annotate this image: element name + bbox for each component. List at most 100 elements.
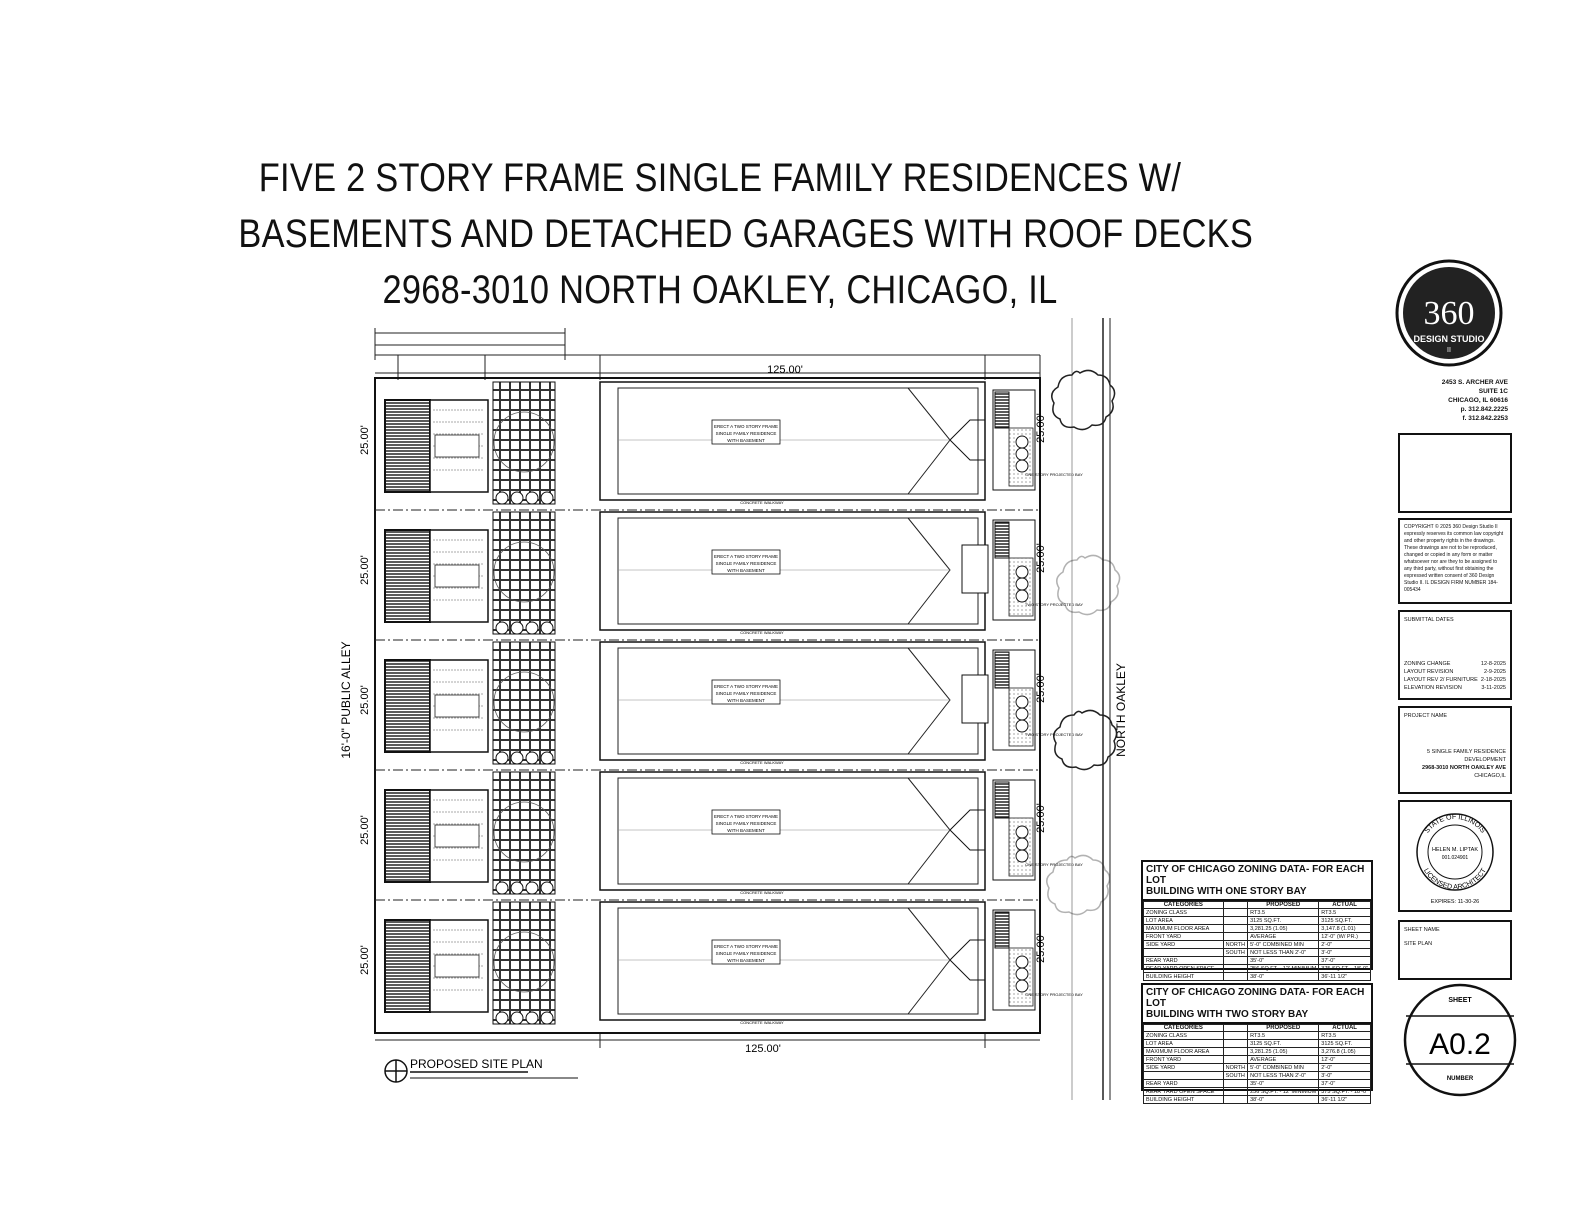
walkway-label: CONCRETE WALKWAY xyxy=(740,1020,784,1025)
title-line-2: BASEMENTS AND DETACHED GARAGES WITH ROOF… xyxy=(238,212,1254,256)
zoning-cell xyxy=(1222,932,1249,941)
garage-label-box xyxy=(434,824,480,848)
fax: f. 312.842.2253 xyxy=(1462,415,1508,422)
zoning-header: PROPOSED xyxy=(1247,1024,1320,1032)
date-label: LAYOUT REVISION xyxy=(1404,669,1454,675)
zoning-cell: MAXIMUM FLOOR AREA xyxy=(1143,924,1224,933)
shrub-icon xyxy=(510,881,524,895)
zoning-cell: RT3.5 xyxy=(1318,908,1371,917)
garage-label-box xyxy=(434,694,480,718)
seal-expires: EXPIRES: 11-30-26 xyxy=(1431,899,1480,905)
zoning-header: ACTUAL xyxy=(1318,1024,1371,1032)
zoning-cell: ZONING CLASS xyxy=(1143,1031,1224,1040)
dimension-top: 125.00' xyxy=(767,364,803,376)
house-label-2: SINGLE FAMILY RESIDENCE xyxy=(716,561,777,566)
zoning-cell: SIDE YARD xyxy=(1143,940,1224,949)
projected-bay xyxy=(949,939,986,981)
zoning-header xyxy=(1222,1024,1249,1032)
seal-number: 001.024901 xyxy=(1442,855,1469,861)
garage-roof-deck xyxy=(384,659,431,753)
sheet-number: A0.2 xyxy=(1429,1028,1491,1061)
lot-width-dim: 25.00' xyxy=(359,425,371,455)
lot-width-dim: 25.00' xyxy=(359,685,371,715)
paver-area xyxy=(492,901,556,1025)
sheet-name-box: SHEET NAME SITE PLAN xyxy=(1398,920,1512,980)
zoning-cell: 3,276.8 (1.05) xyxy=(1318,1047,1371,1056)
project-line-2: DEVELOPMENT xyxy=(1464,757,1506,763)
zoning-cell: 2'-0" xyxy=(1318,940,1371,949)
house-footprint xyxy=(599,901,986,1021)
house-outline xyxy=(617,517,979,625)
shrub-icon xyxy=(1015,589,1029,603)
date-value: 3-11-2025 xyxy=(1481,685,1506,691)
shrub-icon xyxy=(540,491,554,505)
house-label-box xyxy=(711,939,781,965)
garage-label-box xyxy=(434,954,480,978)
zoning-cell: RT3.5 xyxy=(1318,1031,1371,1040)
shrub-icon xyxy=(1015,447,1029,461)
zoning-one-title-1: CITY OF CHICAGO ZONING DATA- FOR EACH LO… xyxy=(1146,864,1365,886)
house-label-2: SINGLE FAMILY RESIDENCE xyxy=(716,691,777,696)
shrub-icon xyxy=(495,881,509,895)
house-label-2: SINGLE FAMILY RESIDENCE xyxy=(716,431,777,436)
zoning-cell xyxy=(1222,972,1249,981)
house-label-1: ERECT A TWO STORY FRAME xyxy=(714,944,778,949)
front-stairs-icon xyxy=(994,521,1010,559)
house-outline xyxy=(617,777,979,885)
zoning-cell: 256 SQ.FT. - 12' MINIMUM xyxy=(1247,1087,1320,1096)
house-label-2: SINGLE FAMILY RESIDENCE xyxy=(716,951,777,956)
house-outline xyxy=(617,907,979,1015)
zoning-cell: 12'-0" (W/ PR.) xyxy=(1318,932,1371,941)
paver-area xyxy=(492,641,556,765)
sheet-number-badge: SHEET A0.2 NUMBER xyxy=(1402,982,1518,1098)
zoning-cell: 3'-0" xyxy=(1318,1071,1371,1080)
zoning-cell xyxy=(1222,1047,1249,1056)
shrub-icon xyxy=(1015,577,1029,591)
title-line-3: 2968-3010 NORTH OAKLEY, CHICAGO, IL xyxy=(382,268,1058,312)
zoning-cell: NORTH xyxy=(1222,1063,1249,1072)
zoning-table-one-story: CITY OF CHICAGO ZONING DATA- FOR EACH LO… xyxy=(1141,860,1373,981)
shrub-icon xyxy=(1015,825,1029,839)
logo-text: 360 xyxy=(1424,295,1475,332)
shrub-icon xyxy=(1015,837,1029,851)
paver-circle xyxy=(493,671,555,733)
zoning-cell: 2'-0" xyxy=(1318,1063,1371,1072)
front-yard xyxy=(992,389,1036,491)
zoning-two-title-1: CITY OF CHICAGO ZONING DATA- FOR EACH LO… xyxy=(1146,987,1365,1009)
zoning-cell: 12'-0" xyxy=(1318,1055,1371,1064)
lot-width-dim: 25.00' xyxy=(1035,803,1047,833)
projected-bay xyxy=(949,809,986,851)
roof-ridge xyxy=(907,517,951,625)
zoning-header xyxy=(1222,901,1249,909)
house-label-1: ERECT A TWO STORY FRAME xyxy=(714,554,778,559)
zoning-cell xyxy=(1222,956,1249,965)
lot-width-dim: 25.00' xyxy=(1035,413,1047,443)
front-stairs-icon xyxy=(994,781,1010,819)
zoning-cell: ZONING CLASS xyxy=(1143,908,1224,917)
address-line-1: 2453 S. ARCHER AVE xyxy=(1441,379,1508,386)
house-label-3: WITH BASEMENT xyxy=(727,828,765,833)
svg-text:STATE OF ILLINOIS: STATE OF ILLINOIS xyxy=(1424,814,1487,835)
lot-width-dim: 25.00' xyxy=(1035,673,1047,703)
zoning-cell: 3125 SQ.FT. xyxy=(1247,1039,1320,1048)
house-label-box xyxy=(711,809,781,835)
paver-circle xyxy=(493,411,555,473)
projected-bay xyxy=(961,674,989,724)
address-line-2: SUITE 1C xyxy=(1478,388,1508,395)
zoning-cell xyxy=(1222,908,1249,917)
front-stairs-icon xyxy=(994,911,1010,949)
zoning-cell: 375 SQ.FT. - 18'-0" xyxy=(1318,1087,1371,1096)
project-heading: PROJECT NAME xyxy=(1404,713,1447,719)
drawing-title: FIVE 2 STORY FRAME SINGLE FAMILY RESIDEN… xyxy=(238,150,1254,318)
zoning-header: PROPOSED xyxy=(1247,901,1320,909)
walkway-label: CONCRETE WALKWAY xyxy=(740,630,784,635)
zoning-cell: 3'-0" xyxy=(1318,948,1371,957)
sheet-name: SITE PLAN xyxy=(1404,941,1433,947)
zoning-cell xyxy=(1222,1039,1249,1048)
walkway-label: CONCRETE WALKWAY xyxy=(740,890,784,895)
sheet-label-bottom: NUMBER xyxy=(1447,1076,1474,1082)
